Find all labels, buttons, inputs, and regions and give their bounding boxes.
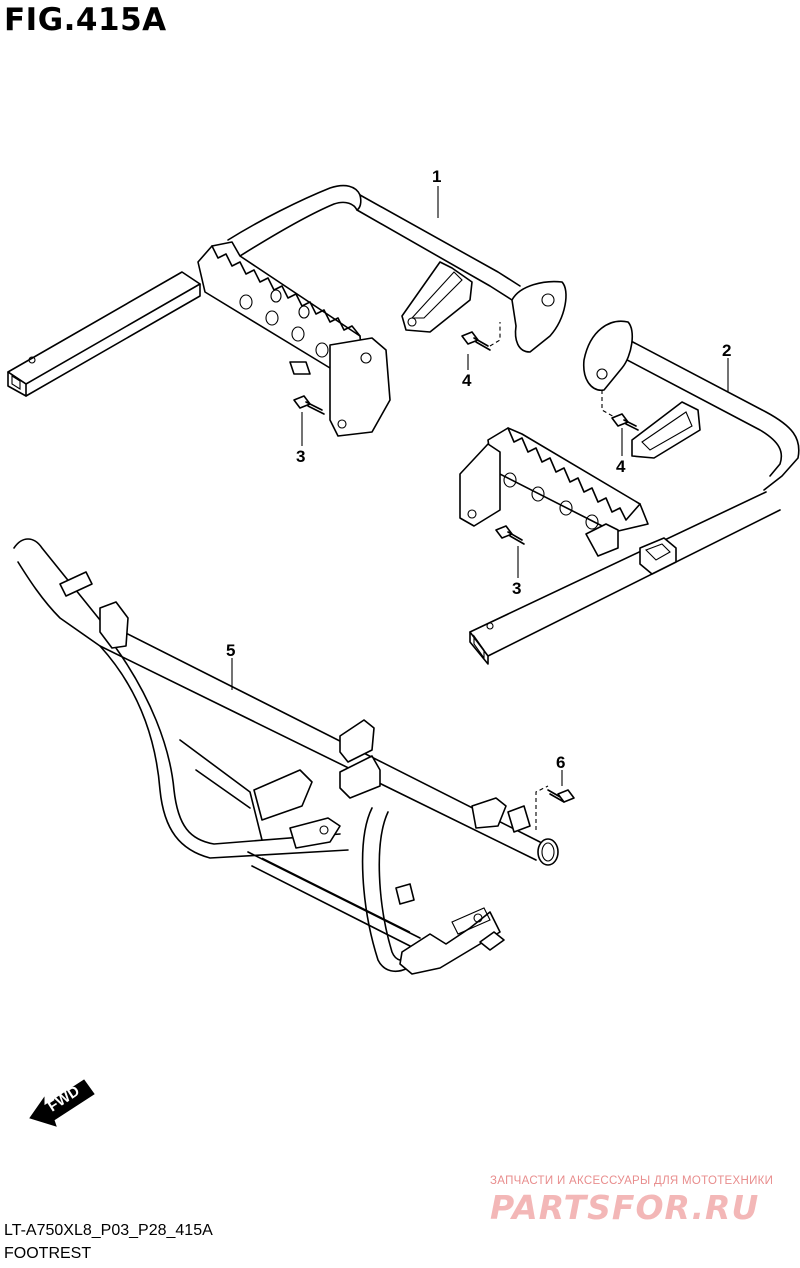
part-2-right-footrest	[459, 320, 800, 665]
figure-code: LT-A750XL8_P03_P28_415A	[4, 1222, 213, 1239]
bolt-4-upper	[461, 322, 501, 351]
callout-1: 1	[432, 167, 441, 186]
watermark-logo: PARTSFOR.RU	[490, 1188, 760, 1227]
bolt-3-right	[495, 525, 525, 545]
callout-3-left: 3	[296, 447, 305, 466]
callout-2: 2	[722, 341, 731, 360]
callout-6: 6	[556, 753, 565, 772]
leader-lines	[231, 186, 729, 786]
callout-5: 5	[226, 641, 235, 660]
watermark-tagline: ЗАПЧАСТИ И АКСЕССУАРЫ ДЛЯ МОТОТЕХНИКИ	[490, 1175, 774, 1187]
part-5-guard-frame	[13, 538, 559, 975]
callout-4-upper: 4	[462, 371, 472, 390]
bolt-6	[535, 785, 575, 830]
figure-caption: FOOTREST	[4, 1245, 92, 1262]
fwd-arrow-icon: FWD	[29, 1079, 95, 1127]
bolt-4-right	[601, 390, 639, 431]
callout-4-right: 4	[616, 457, 626, 476]
figure-title: FIG.415A	[4, 2, 167, 38]
callout-3-right: 3	[512, 579, 521, 598]
bolt-3-left	[293, 395, 325, 415]
part-1-left-footrest	[7, 184, 567, 437]
